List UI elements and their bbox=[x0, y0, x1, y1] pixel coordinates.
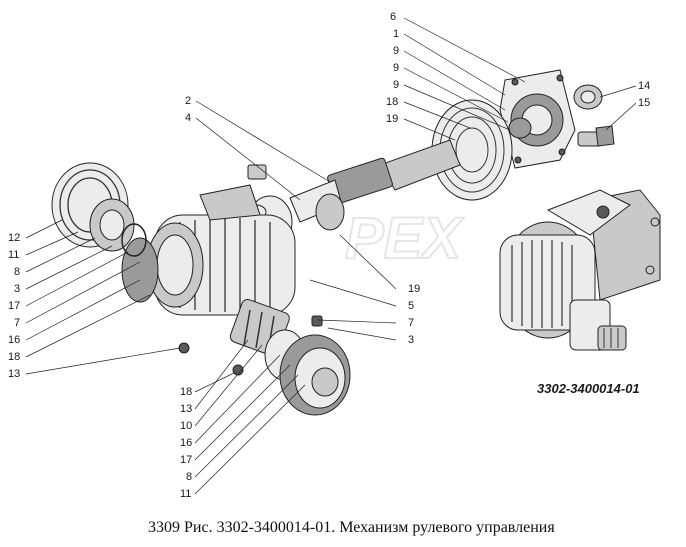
callout-6: 6 bbox=[390, 11, 396, 23]
callout-11: 11 bbox=[180, 488, 191, 500]
callout-1: 1 bbox=[393, 28, 399, 40]
callout-18: 18 bbox=[180, 386, 192, 398]
callout-7: 7 bbox=[408, 317, 414, 329]
callout-16: 16 bbox=[180, 437, 192, 449]
callout-13: 13 bbox=[180, 403, 192, 415]
part-code-label: 3302-3400014-01 bbox=[537, 381, 640, 396]
callout-2: 2 bbox=[185, 95, 191, 107]
callout-18: 18 bbox=[386, 96, 398, 108]
callout-17: 17 bbox=[8, 300, 20, 312]
callout-9: 9 bbox=[393, 62, 399, 74]
callout-5: 5 bbox=[408, 300, 414, 312]
callout-9: 9 bbox=[393, 79, 399, 91]
callout-8: 8 bbox=[14, 266, 20, 278]
top-cover-group bbox=[499, 69, 615, 169]
callout-19: 19 bbox=[386, 113, 398, 125]
callout-3: 3 bbox=[408, 334, 414, 346]
callout-11: 11 bbox=[8, 249, 19, 261]
callout-8: 8 bbox=[186, 471, 192, 483]
callout-12: 12 bbox=[8, 232, 20, 244]
assembled-steering-gear bbox=[499, 189, 661, 351]
callouts-left: 12 11 8 3 17 7 16 18 13 bbox=[8, 232, 20, 380]
callouts-bottom: 18 13 10 16 17 8 11 bbox=[180, 386, 192, 500]
callout-18: 18 bbox=[8, 351, 20, 363]
callout-3: 3 bbox=[14, 283, 20, 295]
watermark-text: PEX bbox=[345, 206, 464, 271]
callout-16: 16 bbox=[8, 334, 20, 346]
callouts-top-right: 6 1 9 9 9 18 19 bbox=[386, 11, 399, 125]
callout-10: 10 bbox=[180, 420, 192, 432]
gear-housing bbox=[121, 184, 296, 354]
callout-13: 13 bbox=[8, 368, 20, 380]
callouts-center: 19 5 7 3 bbox=[408, 283, 420, 346]
leader-lines bbox=[25, 17, 637, 495]
figure-caption: 3309 Рис. 3302-3400014-01. Механизм руле… bbox=[148, 519, 555, 536]
left-piston-group bbox=[51, 162, 147, 257]
sector-shaft-group bbox=[229, 298, 351, 416]
callout-17: 17 bbox=[180, 454, 192, 466]
callout-14: 14 bbox=[638, 80, 650, 92]
worm-shaft-assembly bbox=[245, 99, 513, 249]
callouts-far-right: 14 15 bbox=[638, 80, 650, 109]
callouts-top-left: 2 4 bbox=[185, 95, 191, 124]
callout-7: 7 bbox=[14, 317, 20, 329]
callout-19: 19 bbox=[408, 283, 420, 295]
callout-4: 4 bbox=[185, 112, 191, 124]
callout-15: 15 bbox=[638, 97, 650, 109]
callout-9: 9 bbox=[393, 45, 399, 57]
